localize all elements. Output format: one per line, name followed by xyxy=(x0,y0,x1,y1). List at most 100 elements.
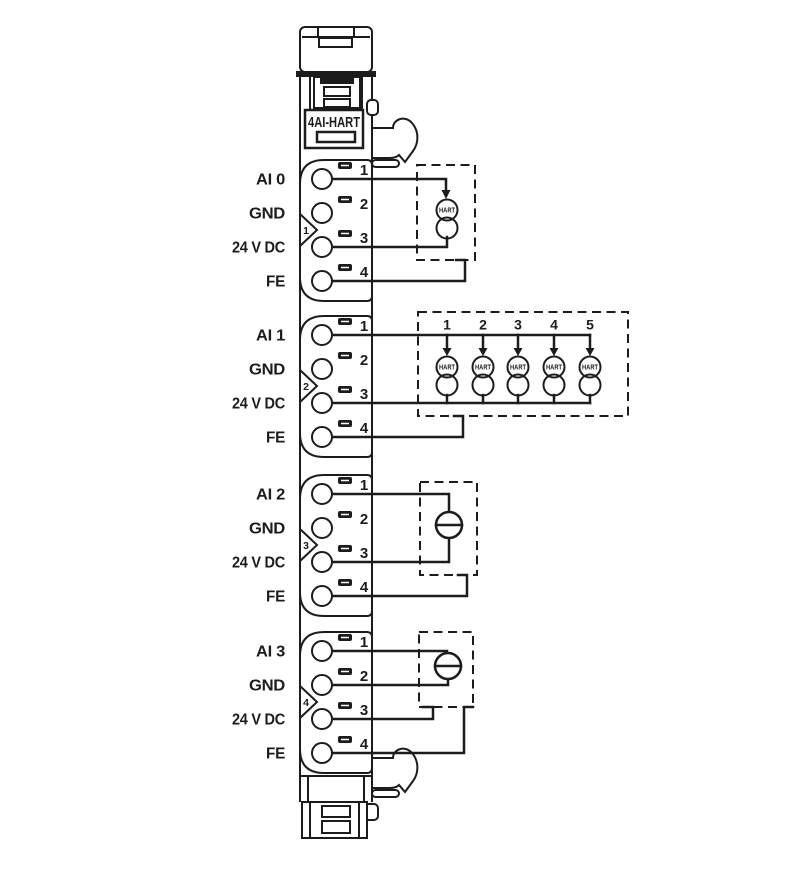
terminal-group-2: 1 2 3 4 AI 1 GND 24 V DC FE 2 xyxy=(232,318,369,448)
arrow-down-icon xyxy=(442,348,452,356)
group-marker-triangle xyxy=(299,683,319,721)
hart-device-icon: 1 HART xyxy=(435,317,459,405)
wiring-group-4 xyxy=(320,631,475,755)
device-number: 2 xyxy=(479,317,487,333)
arrow-down-icon xyxy=(478,348,488,356)
terminal-number: 3 xyxy=(360,230,368,247)
terminal-circle xyxy=(311,392,333,414)
terminal-circle xyxy=(311,742,333,764)
terminal-label: GND xyxy=(249,362,285,379)
terminal-label: FE xyxy=(266,274,286,291)
bottom-connector-slot xyxy=(321,805,351,818)
wiring-group-1: HART xyxy=(320,164,476,283)
terminal-group-1: 1 2 3 4 AI 0 GND 24 V DC FE 1 xyxy=(232,162,369,292)
terminal-label: AI 1 xyxy=(256,328,285,345)
terminal-block-3 xyxy=(299,474,373,617)
field-device-box xyxy=(417,311,629,417)
latch-finger xyxy=(371,789,400,798)
hart-device-icon: 5 HART xyxy=(578,317,602,405)
group-marker-triangle xyxy=(299,526,319,564)
terminal-group-4: 1 2 3 4 AI 3 GND 24 V DC FE 4 xyxy=(232,634,369,764)
terminal-circle xyxy=(311,236,333,258)
arrow-down-icon xyxy=(513,348,523,356)
arrow-down-icon xyxy=(585,348,595,356)
latch-hook xyxy=(371,747,419,794)
field-device-box xyxy=(418,631,474,708)
wire-ai2-signal xyxy=(320,492,451,514)
terminal-circle xyxy=(311,640,333,662)
terminal-circle xyxy=(311,483,333,505)
device-number: 4 xyxy=(550,317,558,333)
module-top-band xyxy=(296,71,376,77)
terminal-number: 2 xyxy=(360,668,368,685)
hart-device-label: HART xyxy=(475,365,492,372)
terminal-block-1 xyxy=(299,159,373,302)
group-marker-number: 3 xyxy=(303,540,309,552)
hart-device-top-circle xyxy=(542,355,566,379)
din-clip-top xyxy=(299,26,373,73)
wire-24vdc xyxy=(320,235,449,249)
release-latch-bottom xyxy=(371,747,419,798)
terminal-circle xyxy=(311,585,333,607)
wire-24vdc xyxy=(320,536,451,564)
field-device-box xyxy=(419,481,478,576)
bus-connector-bar xyxy=(320,78,354,84)
module-label: 4AI-HART xyxy=(308,114,360,131)
terminal-number: 4 xyxy=(360,579,369,596)
device-number: 1 xyxy=(443,317,451,333)
terminal-number: 3 xyxy=(360,702,368,719)
terminal-number: 4 xyxy=(360,420,369,437)
hart-device-icon: 3 HART xyxy=(506,317,530,405)
terminal-block-4 xyxy=(299,631,373,774)
terminal-label: 24 V DC xyxy=(232,396,286,413)
wiring-group-2: 1 HART 2 HART 3 HART xyxy=(320,311,629,439)
release-latch-top xyxy=(371,117,419,164)
arrow-down-icon xyxy=(441,190,451,199)
terminal-number: 1 xyxy=(360,318,368,335)
terminal-circle xyxy=(311,270,333,292)
hart-device-icon: 2 HART xyxy=(471,317,495,405)
terminal-number: 1 xyxy=(360,634,368,651)
terminal-circle xyxy=(311,324,333,346)
terminal-circle xyxy=(311,426,333,448)
terminal-label: AI 2 xyxy=(256,487,285,504)
terminal-number: 3 xyxy=(360,386,368,403)
terminal-circle xyxy=(311,708,333,730)
bottom-connector-slot xyxy=(321,820,351,834)
terminal-block-2 xyxy=(299,315,373,458)
group-marker-triangle xyxy=(299,367,319,405)
transmitter-device-icon xyxy=(434,510,464,540)
bus-connector-slot xyxy=(323,98,351,108)
field-device-box xyxy=(416,164,476,261)
terminal-circle xyxy=(311,202,333,224)
transmitter-device-icon xyxy=(433,651,463,681)
terminal-label: GND xyxy=(249,678,285,695)
arrow-down-icon xyxy=(549,348,559,356)
group-marker-number: 1 xyxy=(303,225,309,237)
hart-device-label: HART xyxy=(510,365,527,372)
bus-connector-slot xyxy=(323,86,351,97)
hart-device-label: HART xyxy=(582,365,599,372)
terminal-label: AI 0 xyxy=(256,172,285,189)
terminal-circle xyxy=(311,674,333,696)
hart-device-label: HART xyxy=(546,365,563,372)
wire-gnd xyxy=(320,677,450,687)
device-number: 5 xyxy=(586,317,594,333)
terminal-label: GND xyxy=(249,521,285,538)
terminal-number: 2 xyxy=(360,352,368,369)
terminal-label: FE xyxy=(266,589,286,606)
terminal-number: 4 xyxy=(360,264,369,281)
terminal-label: FE xyxy=(266,430,286,447)
clip-handle xyxy=(318,37,353,48)
module-label-window xyxy=(315,130,357,144)
hart-device-bottom-circle xyxy=(435,216,459,240)
terminal-circle xyxy=(311,551,333,573)
terminal-label: FE xyxy=(266,746,286,763)
hart-device-label: HART xyxy=(439,208,456,215)
terminal-circle xyxy=(311,358,333,380)
hart-device-label: HART xyxy=(439,365,456,372)
latch-finger-top xyxy=(371,159,400,168)
terminal-label: 24 V DC xyxy=(232,712,286,729)
terminal-circle xyxy=(311,168,333,190)
